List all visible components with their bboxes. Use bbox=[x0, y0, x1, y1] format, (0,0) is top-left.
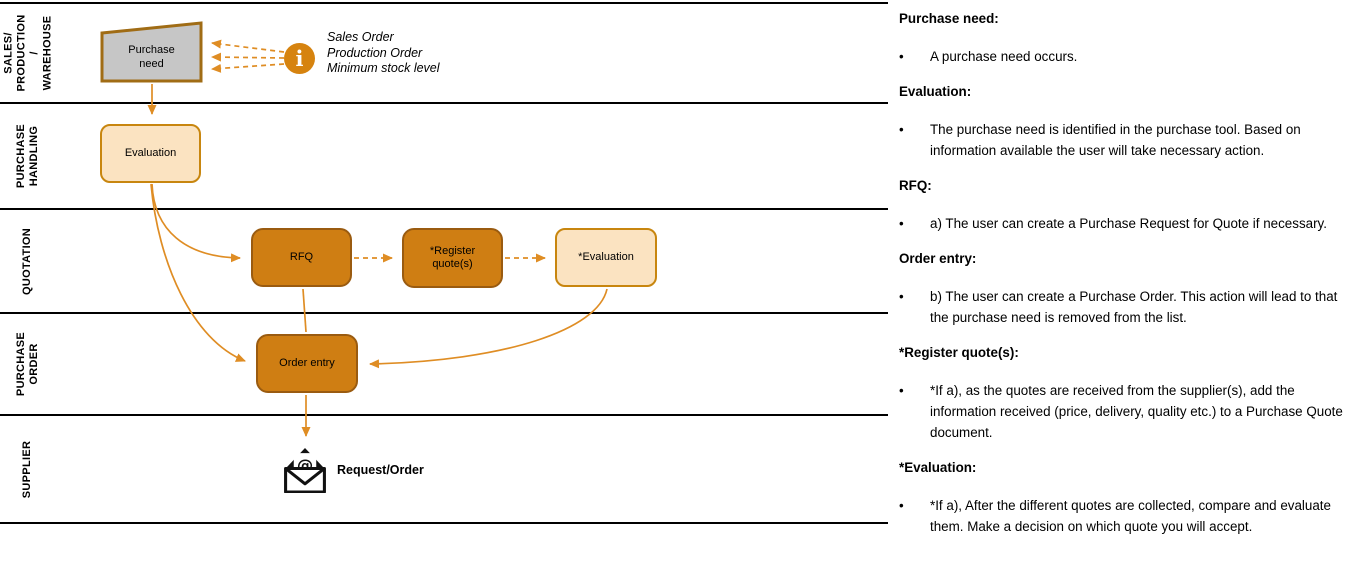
register-quotes-node: *Register quote(s) bbox=[402, 228, 503, 288]
info-to-purchase-need-arrows bbox=[211, 39, 285, 73]
lane-label: SALES/ PRODUCTION / WAREHOUSE bbox=[2, 14, 54, 92]
evaluation-to-order-entry-return-arrow bbox=[369, 288, 608, 369]
note-heading: Purchase need: bbox=[899, 11, 999, 26]
order-entry-node: Order entry bbox=[256, 334, 358, 393]
request-order-label: Request/Order bbox=[337, 463, 424, 477]
lane-label: QUOTATION bbox=[21, 227, 34, 295]
bullet-glyph: • bbox=[899, 122, 904, 137]
open-envelope-at-icon: @ bbox=[284, 448, 326, 493]
note-text: A purchase need occurs. bbox=[930, 49, 1078, 64]
bullet-glyph: • bbox=[899, 498, 904, 513]
note-bullet: • *If a), as the quotes are received fro… bbox=[899, 380, 1357, 443]
evaluation-quotes-node: *Evaluation bbox=[555, 228, 657, 287]
note-text: b) The user can create a Purchase Order.… bbox=[930, 289, 1338, 325]
note-bullet: • The purchase need is identified in the… bbox=[899, 119, 1357, 161]
rfq-node: RFQ bbox=[251, 228, 352, 287]
diagram-canvas bbox=[0, 2, 888, 524]
purchase-need-node: Purchase need bbox=[128, 44, 175, 70]
note-heading: RFQ: bbox=[899, 178, 932, 193]
swimlane-divider-lines bbox=[0, 2, 888, 524]
note-bullet: • A purchase need occurs. bbox=[899, 46, 1357, 67]
note-text: The purchase need is identified in the p… bbox=[930, 122, 1301, 158]
purchase-need-sources-note: Sales Order Production Order Minimum sto… bbox=[327, 30, 440, 75]
note-heading: Order entry: bbox=[899, 251, 977, 266]
note-heading: *Register quote(s): bbox=[899, 345, 1019, 360]
info-icon: i bbox=[284, 43, 315, 74]
bullet-glyph: • bbox=[899, 289, 904, 304]
note-heading: *Evaluation: bbox=[899, 460, 977, 475]
lane-sales-production-warehouse: SALES/ PRODUCTION / WAREHOUSE bbox=[0, 3, 56, 103]
lane-label: SUPPLIER bbox=[21, 440, 34, 498]
bullet-glyph: • bbox=[899, 216, 904, 231]
bullet-glyph: • bbox=[899, 49, 904, 64]
note-heading: Evaluation: bbox=[899, 84, 972, 99]
purchase-need-shape bbox=[100, 21, 203, 83]
note-bullet: • b) The user can create a Purchase Orde… bbox=[899, 286, 1357, 328]
evaluation-node: Evaluation bbox=[100, 124, 201, 183]
note-text: *If a), as the quotes are received from … bbox=[930, 383, 1343, 440]
note-text: *If a), After the different quotes are c… bbox=[930, 498, 1331, 534]
note-bullet: • a) The user can create a Purchase Requ… bbox=[899, 213, 1357, 234]
evaluation-to-order-entry-arrow bbox=[150, 183, 246, 362]
lane-purchase-handling: PURCHASE HANDLING bbox=[0, 103, 56, 209]
evaluation-to-rfq-arrow bbox=[151, 183, 241, 263]
lane-quotation: QUOTATION bbox=[0, 209, 56, 313]
note-text: a) The user can create a Purchase Reques… bbox=[930, 216, 1327, 231]
lane-supplier: SUPPLIER bbox=[0, 415, 56, 523]
process-notes-panel: Purchase need: • A purchase need occurs.… bbox=[890, 0, 1363, 567]
rfq-to-order-entry-line bbox=[302, 288, 307, 333]
lane-label: PURCHASE ORDER bbox=[15, 331, 41, 397]
lane-label: PURCHASE HANDLING bbox=[15, 123, 41, 189]
bullet-glyph: • bbox=[899, 383, 904, 398]
note-bullet: • *If a), After the different quotes are… bbox=[899, 495, 1357, 537]
lane-purchase-order: PURCHASE ORDER bbox=[0, 313, 56, 415]
